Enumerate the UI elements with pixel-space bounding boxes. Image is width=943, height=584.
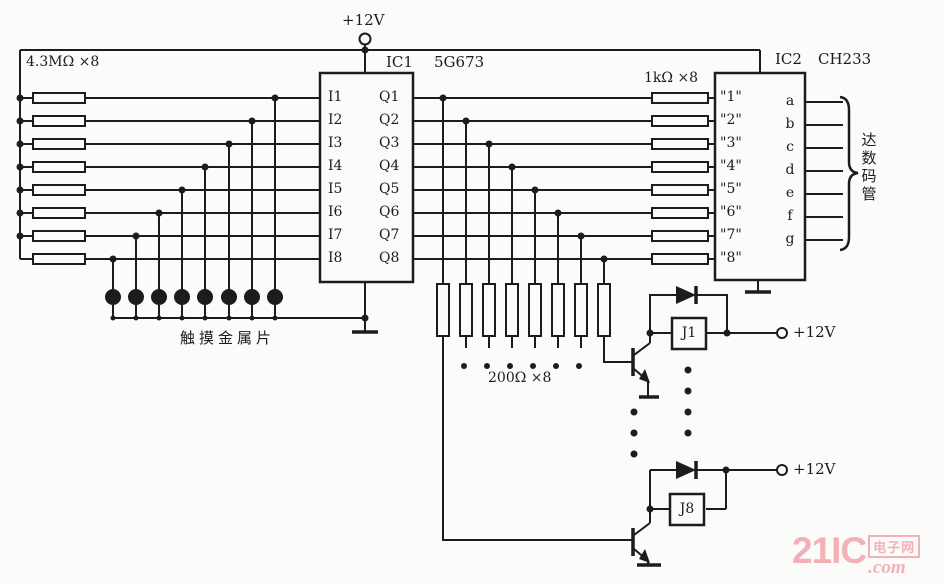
ic1-designator: IC1 bbox=[386, 53, 413, 71]
ic1-pin-q7: Q7 bbox=[379, 227, 400, 243]
ic2-seg-b: b bbox=[785, 116, 795, 132]
segment-brace bbox=[839, 95, 859, 252]
relay-j8-label: J8 bbox=[679, 501, 695, 517]
ic2-pin-5: "5" bbox=[720, 181, 742, 197]
touch-pads bbox=[105, 289, 283, 305]
ic1-pin-q6: Q6 bbox=[379, 204, 400, 220]
ic2-seg-d: d bbox=[785, 162, 795, 178]
ic1-pin-q5: Q5 bbox=[379, 181, 400, 197]
ic1-pin-q2: Q2 bbox=[379, 112, 400, 128]
ic1-pin-i6: I6 bbox=[328, 204, 343, 220]
watermark-tag: 电子网 bbox=[868, 535, 921, 558]
relay1-driver-transistor bbox=[631, 348, 650, 383]
touch-resistors-4m3 bbox=[32, 92, 86, 265]
ground-symbols bbox=[352, 290, 771, 567]
ic2-seg-e: e bbox=[785, 185, 795, 201]
touch-pads-annotation: 触摸金属片 bbox=[180, 329, 276, 347]
power-terminals bbox=[358, 32, 788, 476]
top-supply-terminal bbox=[358, 32, 372, 46]
ic1-pin-i7: I7 bbox=[328, 227, 343, 243]
ic2-body bbox=[713, 71, 807, 282]
ic2-seg-c: c bbox=[786, 139, 794, 155]
ellipsis-dots bbox=[461, 363, 692, 458]
relay1-stage-wires bbox=[633, 294, 777, 396]
ic2-pin-2: "2" bbox=[720, 112, 742, 128]
ic1-pin-i4: I4 bbox=[328, 158, 343, 174]
watermark: 21IC 电子网 .com bbox=[792, 530, 921, 579]
pullup-resistor-group-label: 1kΩ ×8 bbox=[644, 70, 699, 86]
relay1-supply-label: +12V bbox=[793, 323, 836, 341]
relay8-flyback-diode bbox=[676, 461, 698, 479]
ic2-pin-4: "4" bbox=[720, 158, 742, 174]
relay8-driver-transistor bbox=[631, 528, 650, 563]
relay8-supply-terminal bbox=[776, 464, 788, 476]
relay8-stage-wires bbox=[633, 469, 777, 564]
relay8-supply-label: +12V bbox=[793, 460, 836, 478]
ic2-seg-f: f bbox=[787, 208, 793, 224]
ic1-pin-q1: Q1 bbox=[379, 89, 400, 105]
ic1-pin-i8: I8 bbox=[328, 250, 343, 266]
ic1-pin-q4: Q4 bbox=[379, 158, 400, 174]
touch-resistor-group-label: 4.3MΩ ×8 bbox=[26, 54, 100, 70]
junction-dots bbox=[16, 46, 731, 513]
watermark-brand: 21IC bbox=[792, 530, 867, 571]
ic2-pin-7: "7" bbox=[720, 227, 742, 243]
top-supply-label: +12V bbox=[342, 11, 385, 29]
ic1-pin-q3: Q3 bbox=[379, 135, 400, 151]
ic1-pin-i1: I1 bbox=[328, 89, 343, 105]
watermark-domain: .com bbox=[868, 557, 906, 578]
ic1-pin-i2: I2 bbox=[328, 112, 343, 128]
power-and-input-wires bbox=[19, 44, 843, 541]
ic1-part-number: 5G673 bbox=[434, 53, 485, 71]
relay1-flyback-diode bbox=[676, 286, 698, 304]
watermark-column: 电子网 .com bbox=[868, 535, 921, 579]
base-resistor-group-label: 200Ω ×8 bbox=[488, 370, 552, 386]
ic2-pin-1: "1" bbox=[720, 89, 742, 105]
ic2-designator: IC2 bbox=[775, 50, 802, 68]
ic2-pin-6: "6" bbox=[720, 204, 742, 220]
ic2-pin-3: "3" bbox=[720, 135, 742, 151]
ic2-seg-g: g bbox=[785, 231, 795, 247]
ic1-pin-i5: I5 bbox=[328, 181, 343, 197]
ic2-pin-8: "8" bbox=[720, 250, 742, 266]
ic1-pin-i3: I3 bbox=[328, 135, 343, 151]
wire-network bbox=[19, 44, 843, 564]
base-resistors-200 bbox=[436, 283, 611, 337]
pullup-resistors-1k bbox=[651, 92, 709, 265]
ic2-seg-a: a bbox=[785, 93, 795, 109]
ic2-part-number: CH233 bbox=[818, 50, 872, 68]
ic1-pin-q8: Q8 bbox=[379, 250, 400, 266]
relay-j1-box bbox=[670, 316, 708, 351]
relay-j1-label: J1 bbox=[681, 325, 697, 341]
ic1-body bbox=[318, 71, 415, 284]
display-annotation: 达数码管 bbox=[859, 132, 878, 204]
relay-j8-box bbox=[668, 492, 706, 527]
relay1-supply-terminal bbox=[776, 327, 788, 339]
